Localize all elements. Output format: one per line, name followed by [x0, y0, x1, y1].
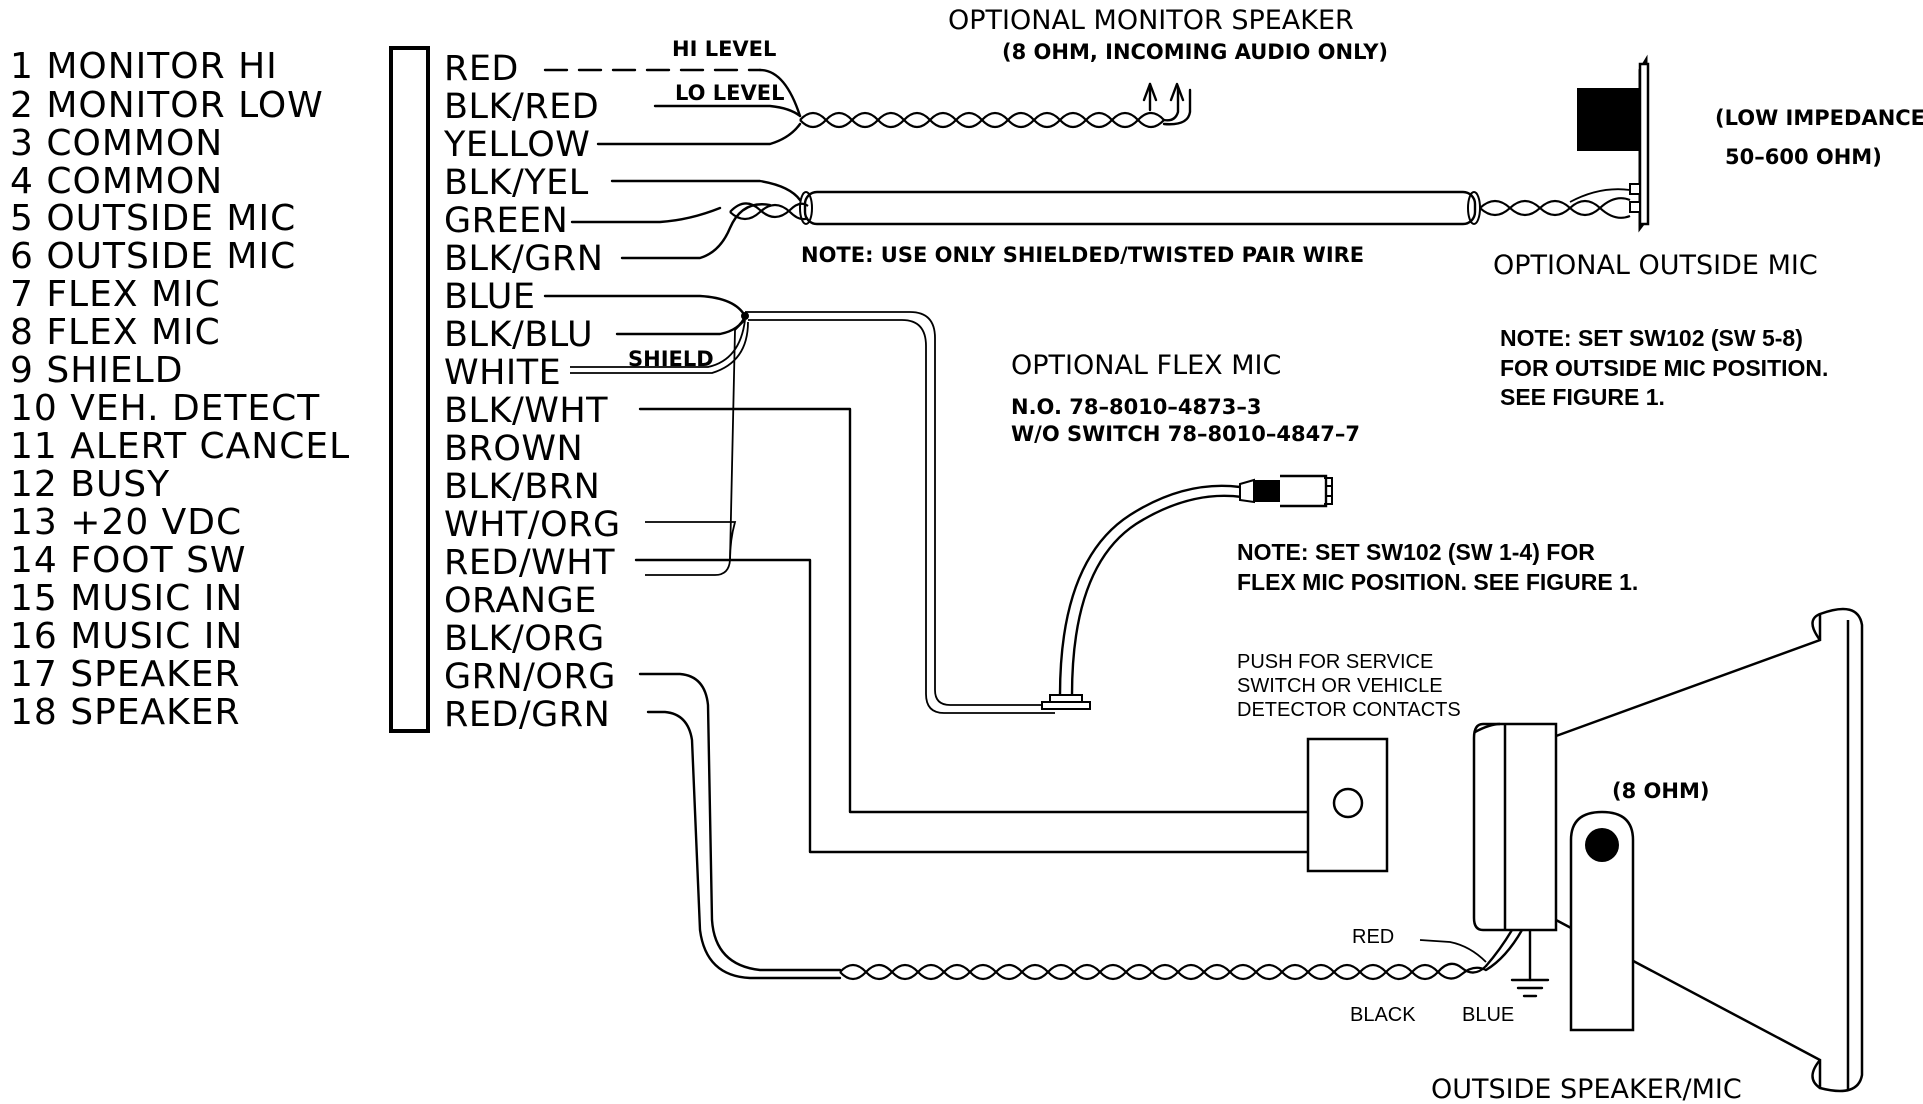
speaker-ohm-label: (8 OHM)	[1612, 779, 1709, 803]
outside-mic-note-2: FOR OUTSIDE MIC POSITION.	[1500, 355, 1828, 381]
terminal-label: 13 +20 VDC	[10, 502, 242, 543]
terminal-label: 5 OUTSIDE MIC	[10, 198, 296, 239]
outside-mic-note-1: NOTE: SET SW102 (SW 5-8)	[1500, 325, 1803, 351]
terminal-label: 2 MONITOR LOW	[10, 85, 324, 126]
wire-color-label: BLK/BRN	[444, 467, 600, 507]
hi-level-label: HI LEVEL	[672, 37, 776, 61]
flex-mic-note-1: NOTE: SET SW102 (SW 1-4) FOR	[1237, 539, 1595, 565]
speaker-mount-hole	[1585, 828, 1619, 862]
twisted-pair-speaker	[839, 963, 1439, 981]
wire-color-label: RED/GRN	[444, 695, 610, 735]
wire-color-label: BLK/BLU	[444, 315, 593, 355]
terminal-label: 10 VEH. DETECT	[10, 388, 320, 429]
terminal-label: 9 SHIELD	[10, 350, 183, 391]
wire-color-label: RED	[444, 49, 519, 89]
terminal-strip	[389, 46, 430, 733]
shielded-cable	[803, 190, 1477, 226]
wire-color-label: BLUE	[444, 277, 536, 317]
outside-speaker-icon	[1472, 607, 1864, 1093]
outside-speaker-title: OUTSIDE SPEAKER/MIC	[1431, 1074, 1742, 1104]
outside-mic-wiring	[570, 179, 1631, 260]
flex-mic-wiring	[543, 294, 1055, 714]
wire-color-label: BROWN	[444, 429, 583, 469]
push-switch-label-2: SWITCH OR VEHICLE	[1237, 675, 1443, 697]
lo-level-label: LO LEVEL	[675, 81, 785, 105]
flex-mic-part-no: N.O. 78–8010–4873–3	[1011, 395, 1261, 419]
terminal-label: 8 FLEX MIC	[10, 312, 221, 353]
monitor-subtitle: (8 OHM, INCOMING AUDIO ONLY)	[1002, 40, 1388, 64]
speaker-black-label: BLACK	[1350, 1004, 1416, 1026]
outside-mic-note-3: SEE FIGURE 1.	[1500, 384, 1665, 410]
wire-color-label: BLK/WHT	[444, 391, 608, 431]
wire-color-label: BLK/YEL	[444, 163, 589, 203]
monitor-wiring	[543, 68, 1192, 146]
terminal-label: 7 FLEX MIC	[10, 274, 221, 315]
flex-mic-note-2: FLEX MIC POSITION. SEE FIGURE 1.	[1237, 569, 1638, 595]
outside-mic-title: OPTIONAL OUTSIDE MIC	[1493, 250, 1818, 281]
terminal-label: 3 COMMON	[10, 123, 223, 164]
speaker-red-label: RED	[1352, 926, 1394, 948]
wire-color-label: GRN/ORG	[444, 657, 616, 697]
outside-mic-icon	[1577, 54, 1650, 233]
shielded-wire-note: NOTE: USE ONLY SHIELDED/TWISTED PAIR WIR…	[801, 243, 1364, 267]
wire-color-label: BLK/GRN	[444, 239, 603, 279]
terminal-label: 18 SPEAKER	[10, 692, 241, 733]
twisted-pair-monitor	[799, 111, 1165, 129]
speaker-blue-label: BLUE	[1462, 1004, 1514, 1026]
wire-color-label: WHITE	[444, 353, 561, 393]
push-switch-wiring	[634, 407, 1310, 854]
wire-color-label: RED/WHT	[444, 543, 615, 583]
mic-impedance-line2: 50–600 OHM)	[1725, 145, 1882, 169]
terminal-label: 4 COMMON	[10, 161, 223, 202]
terminal-label: 1 MONITOR HI	[10, 46, 278, 87]
wire-color-label: BLK/ORG	[444, 619, 605, 659]
terminal-label: 15 MUSIC IN	[10, 578, 243, 619]
monitor-title: OPTIONAL MONITOR SPEAKER	[948, 5, 1354, 36]
terminal-label: 11 ALERT CANCEL	[10, 426, 350, 467]
terminal-label: 17 SPEAKER	[10, 654, 241, 695]
wire-color-label: GREEN	[444, 201, 568, 241]
wire-color-label: ORANGE	[444, 581, 597, 621]
wire-color-label: YELLOW	[443, 125, 590, 165]
terminal-label: 6 OUTSIDE MIC	[10, 236, 296, 277]
terminal-label: 16 MUSIC IN	[10, 616, 243, 657]
speaker-wiring	[638, 672, 1550, 998]
terminal-label: 14 FOOT SW	[10, 540, 247, 581]
push-switch-label-1: PUSH FOR SERVICE	[1237, 651, 1433, 673]
push-switch-label-3: DETECTOR CONTACTS	[1237, 699, 1461, 721]
terminal-label: 12 BUSY	[10, 464, 170, 505]
wire-color-list: RED BLK/RED YELLOW BLK/YEL GREEN BLK/GRN…	[443, 49, 621, 735]
wire-color-label: WHT/ORG	[444, 505, 621, 545]
shield-label: SHIELD	[628, 347, 714, 371]
flex-mic-part-wo: W/O SWITCH 78–8010–4847–7	[1011, 422, 1360, 446]
mic-impedance-line1: (LOW IMPEDANCE	[1715, 106, 1923, 130]
flex-mic-icon	[1041, 474, 1333, 710]
push-button-icon	[1332, 787, 1364, 819]
wire-color-label: BLK/RED	[444, 87, 599, 127]
flex-mic-title: OPTIONAL FLEX MIC	[1011, 350, 1281, 381]
terminal-list: 1 MONITOR HI 2 MONITOR LOW 3 COMMON 4 CO…	[10, 46, 350, 733]
